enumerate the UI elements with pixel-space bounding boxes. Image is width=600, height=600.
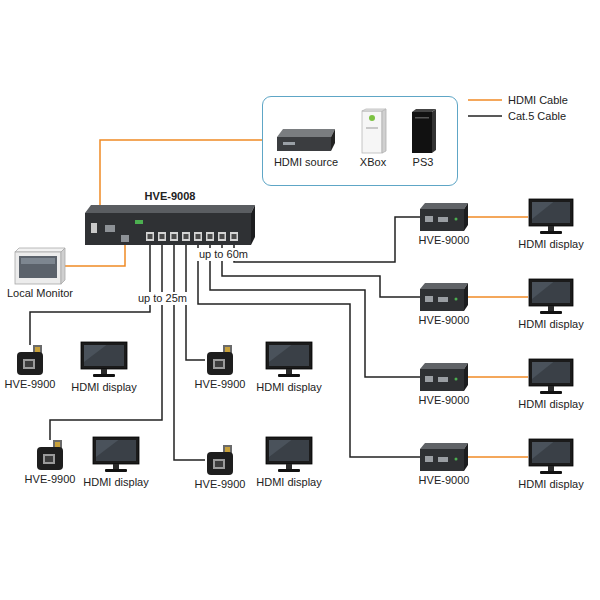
disp-icon — [92, 437, 140, 473]
device-label: PS3 — [413, 156, 434, 169]
receiver-dongle: HVE-9900 — [205, 345, 235, 375]
receiver-box: HVE-9000 — [420, 203, 468, 231]
local-monitor: Local Monitor — [15, 248, 65, 284]
ext-icon — [420, 363, 468, 391]
device-label: HDMI display — [518, 318, 583, 331]
hdmi-display: HDMI display — [265, 437, 313, 473]
ext-icon — [420, 283, 468, 311]
mon-icon — [15, 248, 65, 284]
disp-icon — [265, 437, 313, 473]
receiver-box: HVE-9000 — [420, 283, 468, 311]
device-label: HDMI display — [256, 381, 321, 394]
device-label: HVE-9900 — [5, 378, 56, 391]
hdmi-cable — [100, 140, 262, 205]
disp-icon — [528, 359, 574, 395]
xbox-console: XBox — [358, 109, 388, 153]
splitter-unit: HVE-9008 — [85, 205, 255, 245]
receiver-dongle: HVE-9900 — [205, 445, 235, 475]
cat5-cable — [198, 245, 420, 457]
hdmi-cable — [468, 376, 528, 378]
legend-line-sample — [468, 95, 502, 105]
dongle-icon — [205, 445, 235, 475]
device-label: HVE-9000 — [419, 394, 470, 407]
distance-label: up to 60m — [197, 248, 250, 261]
device-label: Local Monitor — [7, 287, 73, 300]
source-group-box: HDMI sourceXBoxPS3 — [262, 96, 458, 186]
cat5-cable — [174, 245, 205, 460]
hdmi-display: HDMI display — [92, 437, 140, 473]
device-label: HDMI display — [83, 476, 148, 489]
dongle-icon — [15, 345, 45, 375]
hdmi-cable — [468, 216, 528, 218]
device-label: HVE-9000 — [419, 314, 470, 327]
receiver-box: HVE-9000 — [420, 443, 468, 471]
distance-label: up to 25m — [136, 292, 189, 305]
ext-icon — [420, 203, 468, 231]
hdmi-cable — [468, 296, 528, 298]
cat5-cable — [210, 245, 420, 377]
device-label: HVE-9900 — [195, 378, 246, 391]
device-label: HVE-9900 — [25, 473, 76, 486]
cat5-cable — [50, 245, 162, 440]
disp-icon — [528, 439, 574, 475]
src-icon — [277, 129, 335, 153]
device-label: HDMI display — [518, 238, 583, 251]
device-label: HDMI display — [256, 476, 321, 489]
receiver-box: HVE-9000 — [420, 363, 468, 391]
cat5-cable — [222, 245, 420, 297]
device-label: HDMI display — [518, 478, 583, 491]
hdmi-cable — [65, 245, 125, 266]
legend-item: Cat.5 Cable — [468, 108, 568, 124]
hdmi-display: HDMI display — [528, 439, 574, 475]
receiver-dongle: HVE-9900 — [15, 345, 45, 375]
hub-icon — [85, 205, 255, 245]
hdmi-display: HDMI display — [528, 359, 574, 395]
hdmi-display: HDMI display — [528, 279, 574, 315]
device-label: HVE-9000 — [419, 234, 470, 247]
ext-icon — [420, 443, 468, 471]
disp-icon — [80, 342, 128, 378]
legend-text: Cat.5 Cable — [508, 110, 566, 122]
legend-line-sample — [468, 111, 502, 121]
device-label: HDMI display — [71, 381, 136, 394]
legend-text: HDMI Cable — [508, 94, 568, 106]
disp-icon — [528, 199, 574, 235]
hdmi-cable — [468, 456, 528, 458]
ps3-console: PS3 — [408, 109, 438, 153]
device-label: HDMI source — [274, 156, 338, 169]
cat5-cable — [234, 217, 420, 262]
hdmi-display: HDMI display — [528, 199, 574, 235]
hdmi-display: HDMI display — [80, 342, 128, 378]
device-label: HVE-9900 — [195, 478, 246, 491]
dongle-icon — [205, 345, 235, 375]
hdmi-source-device: HDMI source — [277, 129, 335, 153]
device-label: HVE-9000 — [419, 474, 470, 487]
xbox-icon — [358, 109, 388, 153]
ps3-icon — [408, 109, 438, 153]
legend: HDMI CableCat.5 Cable — [468, 92, 568, 124]
device-label: HVE-9008 — [145, 190, 196, 203]
disp-icon — [528, 279, 574, 315]
legend-item: HDMI Cable — [468, 92, 568, 108]
device-label: XBox — [360, 156, 386, 169]
receiver-dongle: HVE-9900 — [35, 440, 65, 470]
dongle-icon — [35, 440, 65, 470]
hdmi-display: HDMI display — [265, 342, 313, 378]
device-label: HDMI display — [518, 398, 583, 411]
disp-icon — [265, 342, 313, 378]
